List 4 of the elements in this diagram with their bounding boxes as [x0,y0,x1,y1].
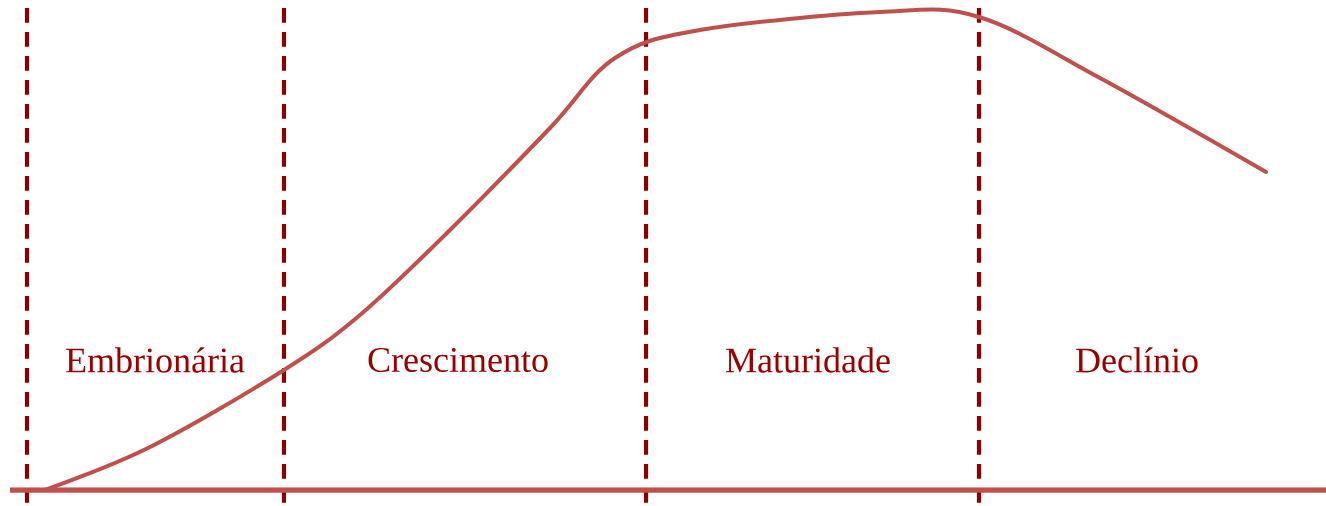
stage-label: Embrionária [66,347,245,373]
stage-label: Declínio [1076,347,1198,373]
stage-label: Maturidade [726,347,890,373]
stage-label: Crescimento [368,347,548,373]
